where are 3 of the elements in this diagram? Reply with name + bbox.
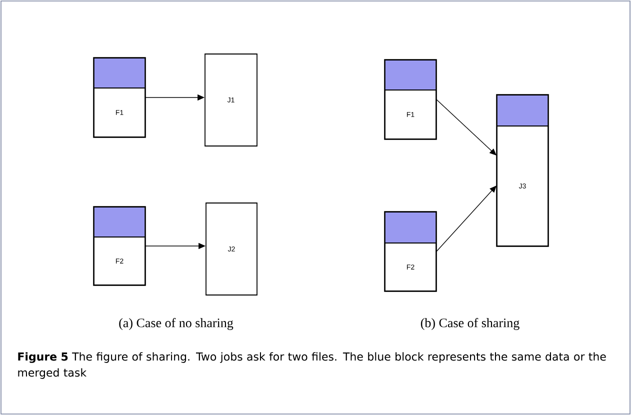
figure-caption: Figure 5 The figure of sharing. Two jobs ask for two files. The blue block represents the same data or the merged task xyxy=(18,352,606,379)
subfigure-caption: (b) Case of sharing xyxy=(420,318,520,330)
subfigure-caption: (a) Case of no sharing xyxy=(119,318,234,330)
